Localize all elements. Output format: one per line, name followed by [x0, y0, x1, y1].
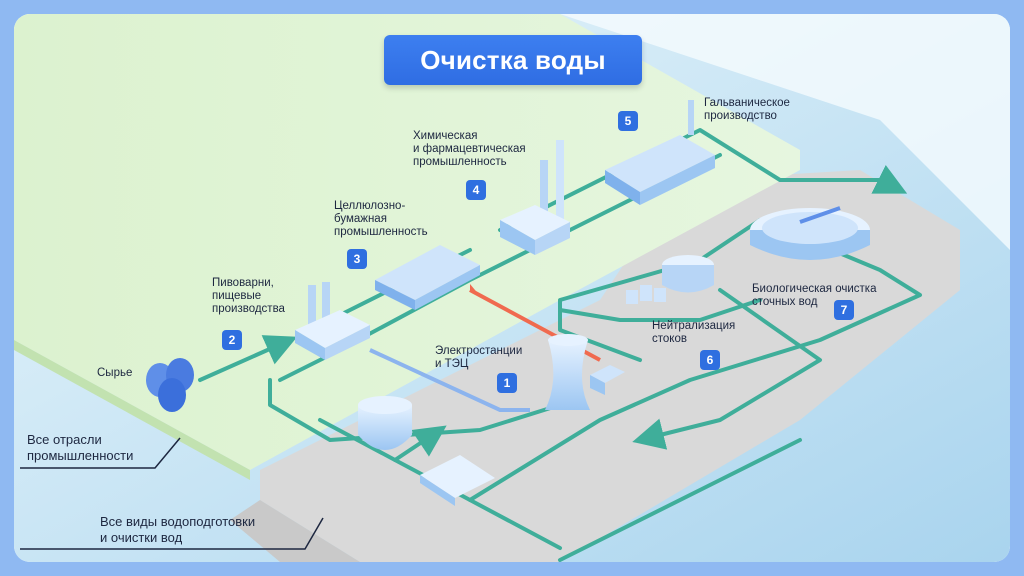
pipe-neutral: [558, 298, 762, 322]
badge-3: 3: [347, 249, 367, 269]
raw-material-icon: [146, 358, 194, 412]
diagram-svg: [14, 14, 1010, 562]
legend-water: Все виды водоподготовки и очистки вод: [100, 514, 256, 545]
pulp-paper-building: [375, 245, 480, 310]
label-brewery: Пивоварни, пищевые производства: [212, 277, 285, 315]
badge-4: 4: [466, 180, 486, 200]
legend-industry: Все отрасли промышленности: [27, 432, 134, 463]
pipe-bottom: [558, 438, 802, 562]
hot-water-arrow: [470, 284, 480, 296]
label-pulp: Целлюлозно- бумажная промышленность: [334, 200, 428, 238]
pipe-raw-to-brew: [198, 335, 298, 382]
bio-clarifier: [750, 206, 870, 260]
cooling-tower: [545, 334, 625, 410]
treatment-unit: [420, 455, 495, 506]
pipe-return: [632, 288, 822, 450]
page-title: Очистка воды: [384, 35, 642, 85]
neutralization-tanks: [626, 255, 714, 304]
badge-7: 7: [834, 300, 854, 320]
cool-water-pipe: [369, 348, 530, 412]
galvanic-plant: [605, 100, 715, 205]
badge-6: 6: [700, 350, 720, 370]
industry-zone: [14, 14, 800, 470]
badge-2: 2: [222, 330, 242, 350]
chemical-plant: [500, 140, 570, 255]
pipe-lower: [268, 378, 562, 442]
industry-zone-edge: [14, 340, 250, 480]
brewery-building: [295, 282, 370, 360]
label-neutralization: Нейтрализация стоков: [652, 320, 736, 345]
filter-tank: [358, 396, 412, 450]
badge-1: 1: [497, 373, 517, 393]
pipe-outlet: [468, 498, 562, 550]
badge-5: 5: [618, 111, 638, 131]
label-chemical: Химическая и фармацевтическая промышленн…: [413, 130, 526, 168]
frame: [14, 14, 1010, 562]
label-power: Электростанции и ТЭЦ: [435, 345, 523, 370]
label-bio: Биологическая очистка сточных вод: [752, 283, 877, 308]
label-raw: Сырье: [97, 367, 133, 379]
label-galvanic: Гальваническое производство: [704, 97, 790, 122]
pipe-loop: [393, 218, 922, 502]
sky-highlight: [14, 14, 1010, 250]
